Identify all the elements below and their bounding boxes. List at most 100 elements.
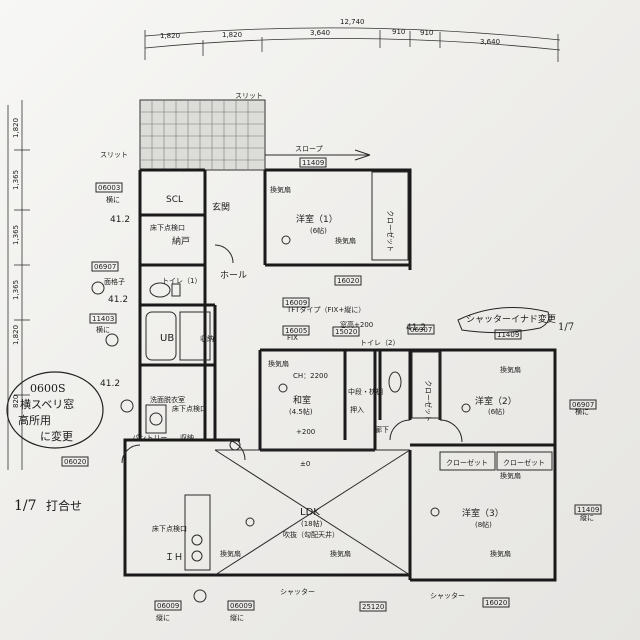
label-shutter-1: シャッター [280, 587, 315, 596]
room-ub: UB [160, 333, 174, 344]
dim-top-6: 3,640 [480, 38, 500, 46]
label-height-1: 41.2 [110, 215, 130, 225]
left-dimension-lines: 1,820 1,365 1,365 1,365 1,820 820 [7, 100, 30, 470]
label-fix: FIX [287, 334, 298, 342]
window-code-9: 15020 [335, 328, 357, 336]
dim-top-1: 1,820 [160, 32, 180, 40]
label-vent-j: 換気扇 [268, 359, 289, 368]
room-washroom: 洗面脱衣室 [150, 395, 185, 404]
label-closet-w3b: クローゼット [503, 458, 545, 467]
room-ih: ＩＨ [165, 553, 183, 563]
room-western3-size: (8帖) [475, 520, 492, 529]
label-vent-w2: 換気扇 [500, 365, 521, 374]
window-codes: 11409 06003 06907 11403 06020 16020 1600… [61, 157, 602, 612]
hand-note-right-date: 1/7 [558, 322, 574, 333]
label-underfloor-1: 床下点検口 [150, 223, 185, 232]
slope: スロープ [265, 145, 371, 161]
window-code-17: 16020 [485, 599, 507, 607]
room-pantry: パントリー [132, 434, 167, 442]
kitchen-counter [184, 494, 211, 571]
room-western1-size: (6帖) [310, 226, 327, 235]
closets-western3: クローゼット クローゼット [439, 451, 553, 471]
label-closet-w3a: クローゼット [446, 458, 488, 467]
label-vent-w1b: 換気扇 [335, 236, 356, 245]
label-vertical-1: 縦に [580, 513, 594, 522]
label-storage-ub: 収納 [200, 334, 214, 343]
dim-left-4: 1,365 [12, 280, 20, 300]
handwritten-note-right: シャッターイナド変更 1/7 [457, 307, 574, 334]
hand-note-date: 1/7 [14, 498, 37, 514]
toilet-fixtures [149, 282, 402, 393]
room-ldk-note: 吹抜（勾配天井） [283, 530, 339, 539]
symbol-markers [91, 235, 471, 603]
bathtub [145, 311, 211, 361]
label-shutter-2: シャッター [430, 591, 465, 600]
entrance-terrace: スリット スリット [100, 92, 266, 171]
door-swings [121, 244, 463, 464]
label-closet-w2: クローゼット [424, 380, 433, 422]
window-code-1: 11409 [302, 159, 324, 167]
room-storage: 納戸 [172, 235, 190, 247]
label-slope: スロープ [295, 145, 323, 153]
room-western2-name: 洋室（2） [475, 395, 517, 407]
label-height-3: 41.2 [100, 379, 120, 389]
dim-left-1: 1,820 [12, 118, 20, 138]
annotations: 換気扇 換気扇 換気扇 換気扇 換気扇 換気扇 換気扇 換気扇 床下点検口 床下… [96, 185, 594, 622]
label-height-2: 41.2 [108, 295, 128, 305]
window-code-11: 11409 [497, 331, 519, 339]
label-vertical-2: 縦に [156, 613, 170, 622]
room-japanese-size: (4.5帖) [289, 407, 313, 416]
label-underfloor-2: 床下点検口 [172, 404, 207, 413]
room-ldk-name: LDK [300, 507, 320, 518]
label-plus200: +200 [296, 428, 315, 436]
room-western3-name: 洋室（3） [462, 507, 504, 519]
window-code-16: 25120 [362, 603, 384, 611]
label-horizontal-1: 横に [106, 195, 120, 204]
room-scl: SCL [166, 195, 183, 205]
label-underfloor-3: 床下点検口 [152, 524, 187, 533]
label-slit-left: スリット [100, 151, 128, 159]
label-vent-w1: 換気扇 [270, 185, 291, 194]
window-code-10: 06907 [410, 326, 432, 334]
window-code-15: 06009 [230, 602, 252, 610]
dim-total: 12,740 [340, 18, 365, 26]
window-code-14: 06009 [157, 602, 179, 610]
hand-note-left-2: 横スベリ窓 [20, 397, 74, 411]
hand-note-left-3: 高所用 [18, 413, 51, 427]
dim-top-5: 910 [420, 29, 433, 37]
label-vent-ldk: 換気扇 [220, 549, 241, 558]
label-ch: CH：2200 [293, 372, 328, 380]
window-code-6: 16020 [337, 277, 359, 285]
dim-left-5: 1,820 [12, 325, 20, 345]
hand-note-date-text: 打合せ [46, 498, 82, 513]
label-vent-w3: 換気扇 [500, 471, 521, 480]
room-labels: 洋室（1） (6帖) 洋室（2） (6帖) 洋室（3） (8帖) 和室 (4.5… [132, 195, 517, 563]
room-toilet1: トイレ（1） [162, 277, 201, 285]
label-storage-j: 押入 [350, 405, 364, 414]
window-code-3: 06907 [94, 263, 116, 271]
label-storage-wash: 収納 [180, 433, 194, 442]
label-pm0: ±0 [300, 460, 310, 468]
handwritten-note-left: 0600S 横スベリ窓 高所用 に変更 1/7 打合せ [6, 371, 104, 514]
window-code-2: 06003 [98, 184, 120, 192]
window-code-4: 11403 [92, 315, 114, 323]
label-horizontal-2: 横に [96, 325, 110, 334]
dim-top-4: 910 [392, 28, 405, 36]
label-vent-ldk2: 換気扇 [330, 549, 351, 558]
room-toilet2: トイレ（2） [360, 339, 399, 347]
label-nakadana: 中段・枕棚 [348, 387, 383, 396]
room-ldk-size: (18帖) [301, 519, 323, 528]
room-western2-size: (6帖) [488, 407, 505, 416]
closet-western2: クローゼット [411, 351, 441, 422]
label-closet-w1: クローゼット [386, 210, 395, 252]
label-slit-top: スリット [235, 92, 263, 100]
dim-left-2: 1,365 [12, 170, 20, 190]
room-corridor: 廊下 [375, 425, 389, 434]
label-height-4: 41.2 [406, 323, 426, 333]
window-code-8: 16005 [285, 327, 307, 335]
dim-left-3: 1,365 [12, 225, 20, 245]
room-entrance: 玄関 [212, 201, 230, 213]
hand-note-left-4: に変更 [40, 429, 73, 443]
closet-western1: クローゼット [371, 171, 409, 261]
